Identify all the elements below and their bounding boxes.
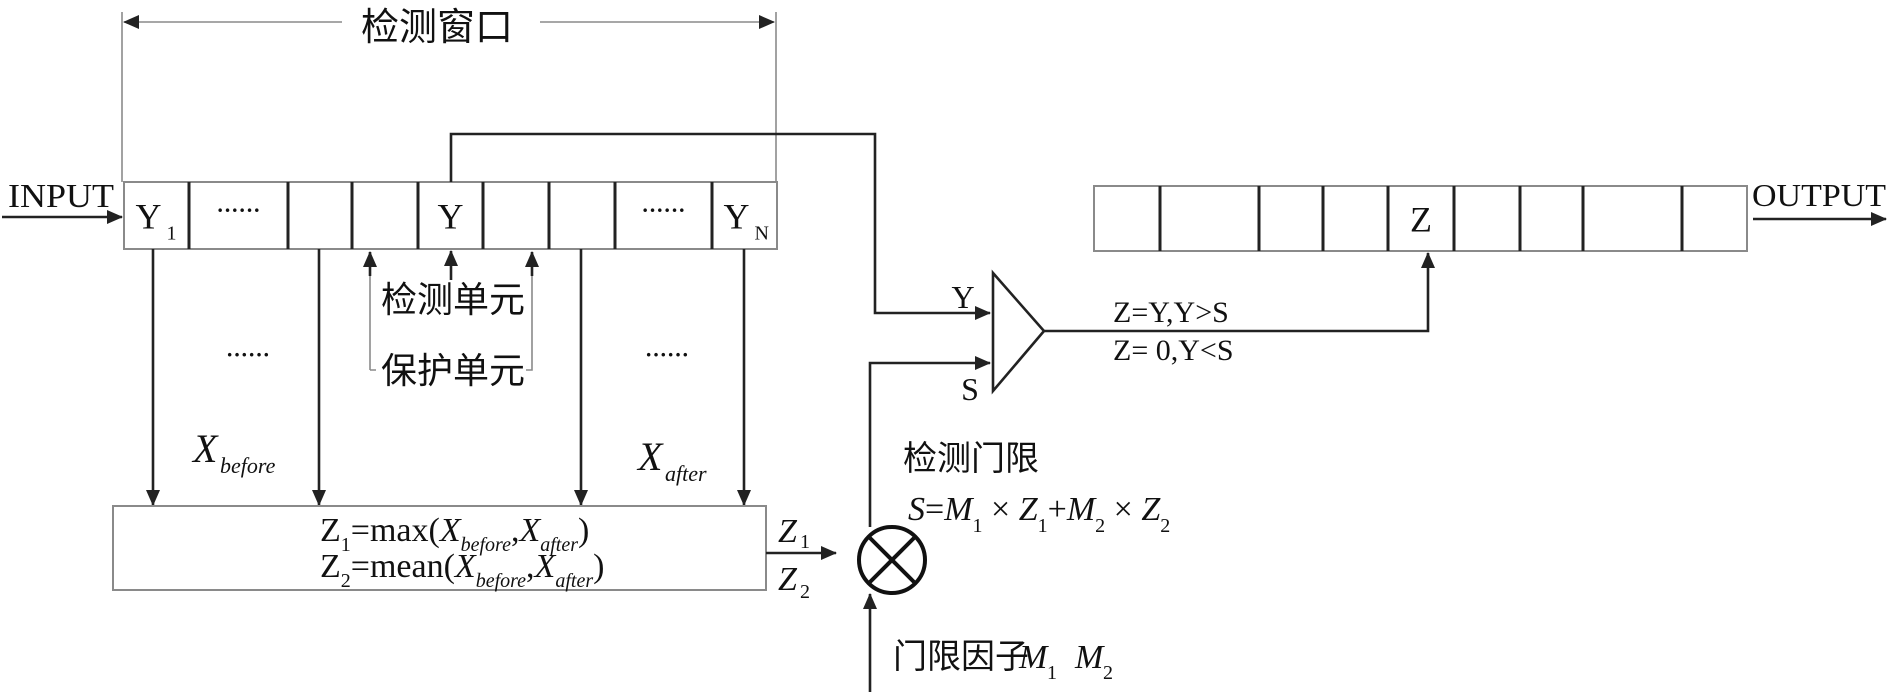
input-register-cell-label: Y xyxy=(724,197,750,237)
formula-z2: Z2=mean(Xbefore,Xafter) xyxy=(320,548,604,592)
input-register-cell-subscript: N xyxy=(755,223,769,245)
svg-text:S=M1 × Z1+M2 × Z2: S=M1 × Z1+M2 × Z2 xyxy=(908,491,1170,537)
window-label: 检测窗口 xyxy=(361,5,513,49)
comparator-output-line xyxy=(1044,252,1435,333)
threshold-title: 检测门限 xyxy=(903,439,1039,479)
svg-text:Z1=max(Xbefore,Xafter): Z1=max(Xbefore,Xafter) xyxy=(320,512,589,556)
input-register-cell-subscript: 1 xyxy=(167,223,177,245)
comparator xyxy=(991,269,1046,395)
input-register-cell-label: ······ xyxy=(216,198,260,223)
guard-cell-label: 保护单元 xyxy=(381,351,525,392)
output-register: Z xyxy=(1093,185,1748,252)
test-cell-feed-line xyxy=(449,132,991,320)
factor-m1-sub: 1 xyxy=(1047,662,1057,684)
guard-test-cell-annotation: 检测单元 保护单元 xyxy=(363,250,539,395)
input-register-cell-label: Y xyxy=(136,197,162,237)
input-label: INPUT xyxy=(8,178,114,215)
factor-m2-sub: 2 xyxy=(1103,662,1113,684)
x-before-label: X before xyxy=(191,426,276,478)
rule-greater: Z=Y,Y>S xyxy=(1113,296,1229,329)
x-after-label: X after xyxy=(636,434,707,486)
z1-out-sub: 1 xyxy=(800,531,810,553)
detection-window-bracket: 检测窗口 xyxy=(121,5,777,182)
factor-m1: M xyxy=(1018,639,1049,676)
multiplier-icon xyxy=(857,525,927,595)
svg-text:Z2=mean(Xbefore,Xafter): Z2=mean(Xbefore,Xafter) xyxy=(320,548,604,592)
factor-label-text: 门限因子 xyxy=(893,637,1029,677)
after-ellipsis: ······ xyxy=(645,342,689,367)
test-cell-label: 检测单元 xyxy=(381,280,525,321)
rule-less: Z= 0,Y<S xyxy=(1113,334,1234,367)
threshold-formula: S=M1 × Z1+M2 × Z2 xyxy=(908,491,1170,537)
output-register-cell-label: Z xyxy=(1410,200,1432,240)
threshold-factor-label: 门限因子 M 1 M 2 xyxy=(893,637,1113,684)
x-after-sub: after xyxy=(665,461,707,486)
x-before-sub: before xyxy=(220,453,276,478)
formula-z1: Z1=max(Xbefore,Xafter) xyxy=(320,512,589,556)
comparator-y-label: Y xyxy=(951,279,974,315)
input-register-frame xyxy=(123,181,778,250)
comparator-s-label: S xyxy=(961,371,979,407)
input-register-cell-label: ······ xyxy=(641,198,685,223)
before-ellipsis: ······ xyxy=(226,342,270,367)
output-register-frame xyxy=(1093,185,1748,252)
z2-out-main: Z xyxy=(778,561,798,598)
z1-out-main: Z xyxy=(778,513,798,550)
x-before-main: X xyxy=(191,426,219,471)
input-register-cell-label: Y xyxy=(438,197,464,237)
threshold-feed-line xyxy=(868,356,991,527)
statistics-box xyxy=(112,505,767,591)
z2-out-sub: 2 xyxy=(800,581,810,603)
z2-out-label: Z 2 xyxy=(778,561,810,603)
factor-m2: M xyxy=(1074,639,1105,676)
output-label: OUTPUT xyxy=(1752,177,1886,213)
x-after-main: X xyxy=(636,434,664,479)
z1-out-label: Z 1 xyxy=(778,513,810,553)
